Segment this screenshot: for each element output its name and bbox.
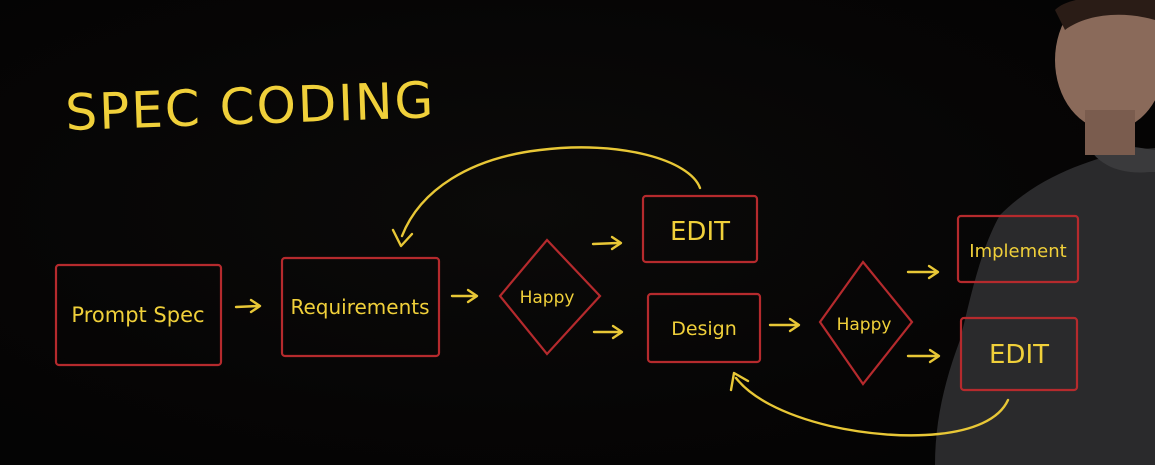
happy-label-1: Happy <box>520 288 575 308</box>
feedback-arrow-edit-to-design <box>729 371 1010 437</box>
requirements-label: Requirements <box>290 295 429 319</box>
edit-box-1 <box>641 194 759 264</box>
happy-decision-1 <box>498 238 602 356</box>
prompt-spec-label: Prompt Spec <box>71 303 204 327</box>
implement-label: Implement <box>969 241 1066 262</box>
design-box <box>646 292 762 364</box>
design-label: Design <box>671 318 737 340</box>
arrow-requirements-to-happy <box>450 288 479 304</box>
arrow-happy-to-edit <box>591 235 623 251</box>
edit-box-2 <box>959 316 1079 392</box>
requirements-box <box>280 256 441 358</box>
edit-label-2: EDIT <box>989 340 1049 370</box>
edit-label-1: EDIT <box>670 217 730 247</box>
prompt-spec-box <box>54 263 223 367</box>
arrow-happy-to-edit-2 <box>906 348 941 364</box>
feedback-arrow-edit-to-requirements <box>391 146 702 248</box>
happy-label-2: Happy <box>837 315 892 335</box>
arrow-design-to-happy <box>768 317 801 333</box>
implement-box <box>956 214 1080 284</box>
happy-decision-2 <box>818 260 914 386</box>
presenter-figure <box>935 0 1155 465</box>
diagram-title: SPEC CODING <box>64 71 436 142</box>
arrow-prompt-to-requirements <box>234 298 262 314</box>
arrow-happy-to-implement <box>906 264 940 280</box>
arrow-happy-to-design <box>592 324 624 340</box>
